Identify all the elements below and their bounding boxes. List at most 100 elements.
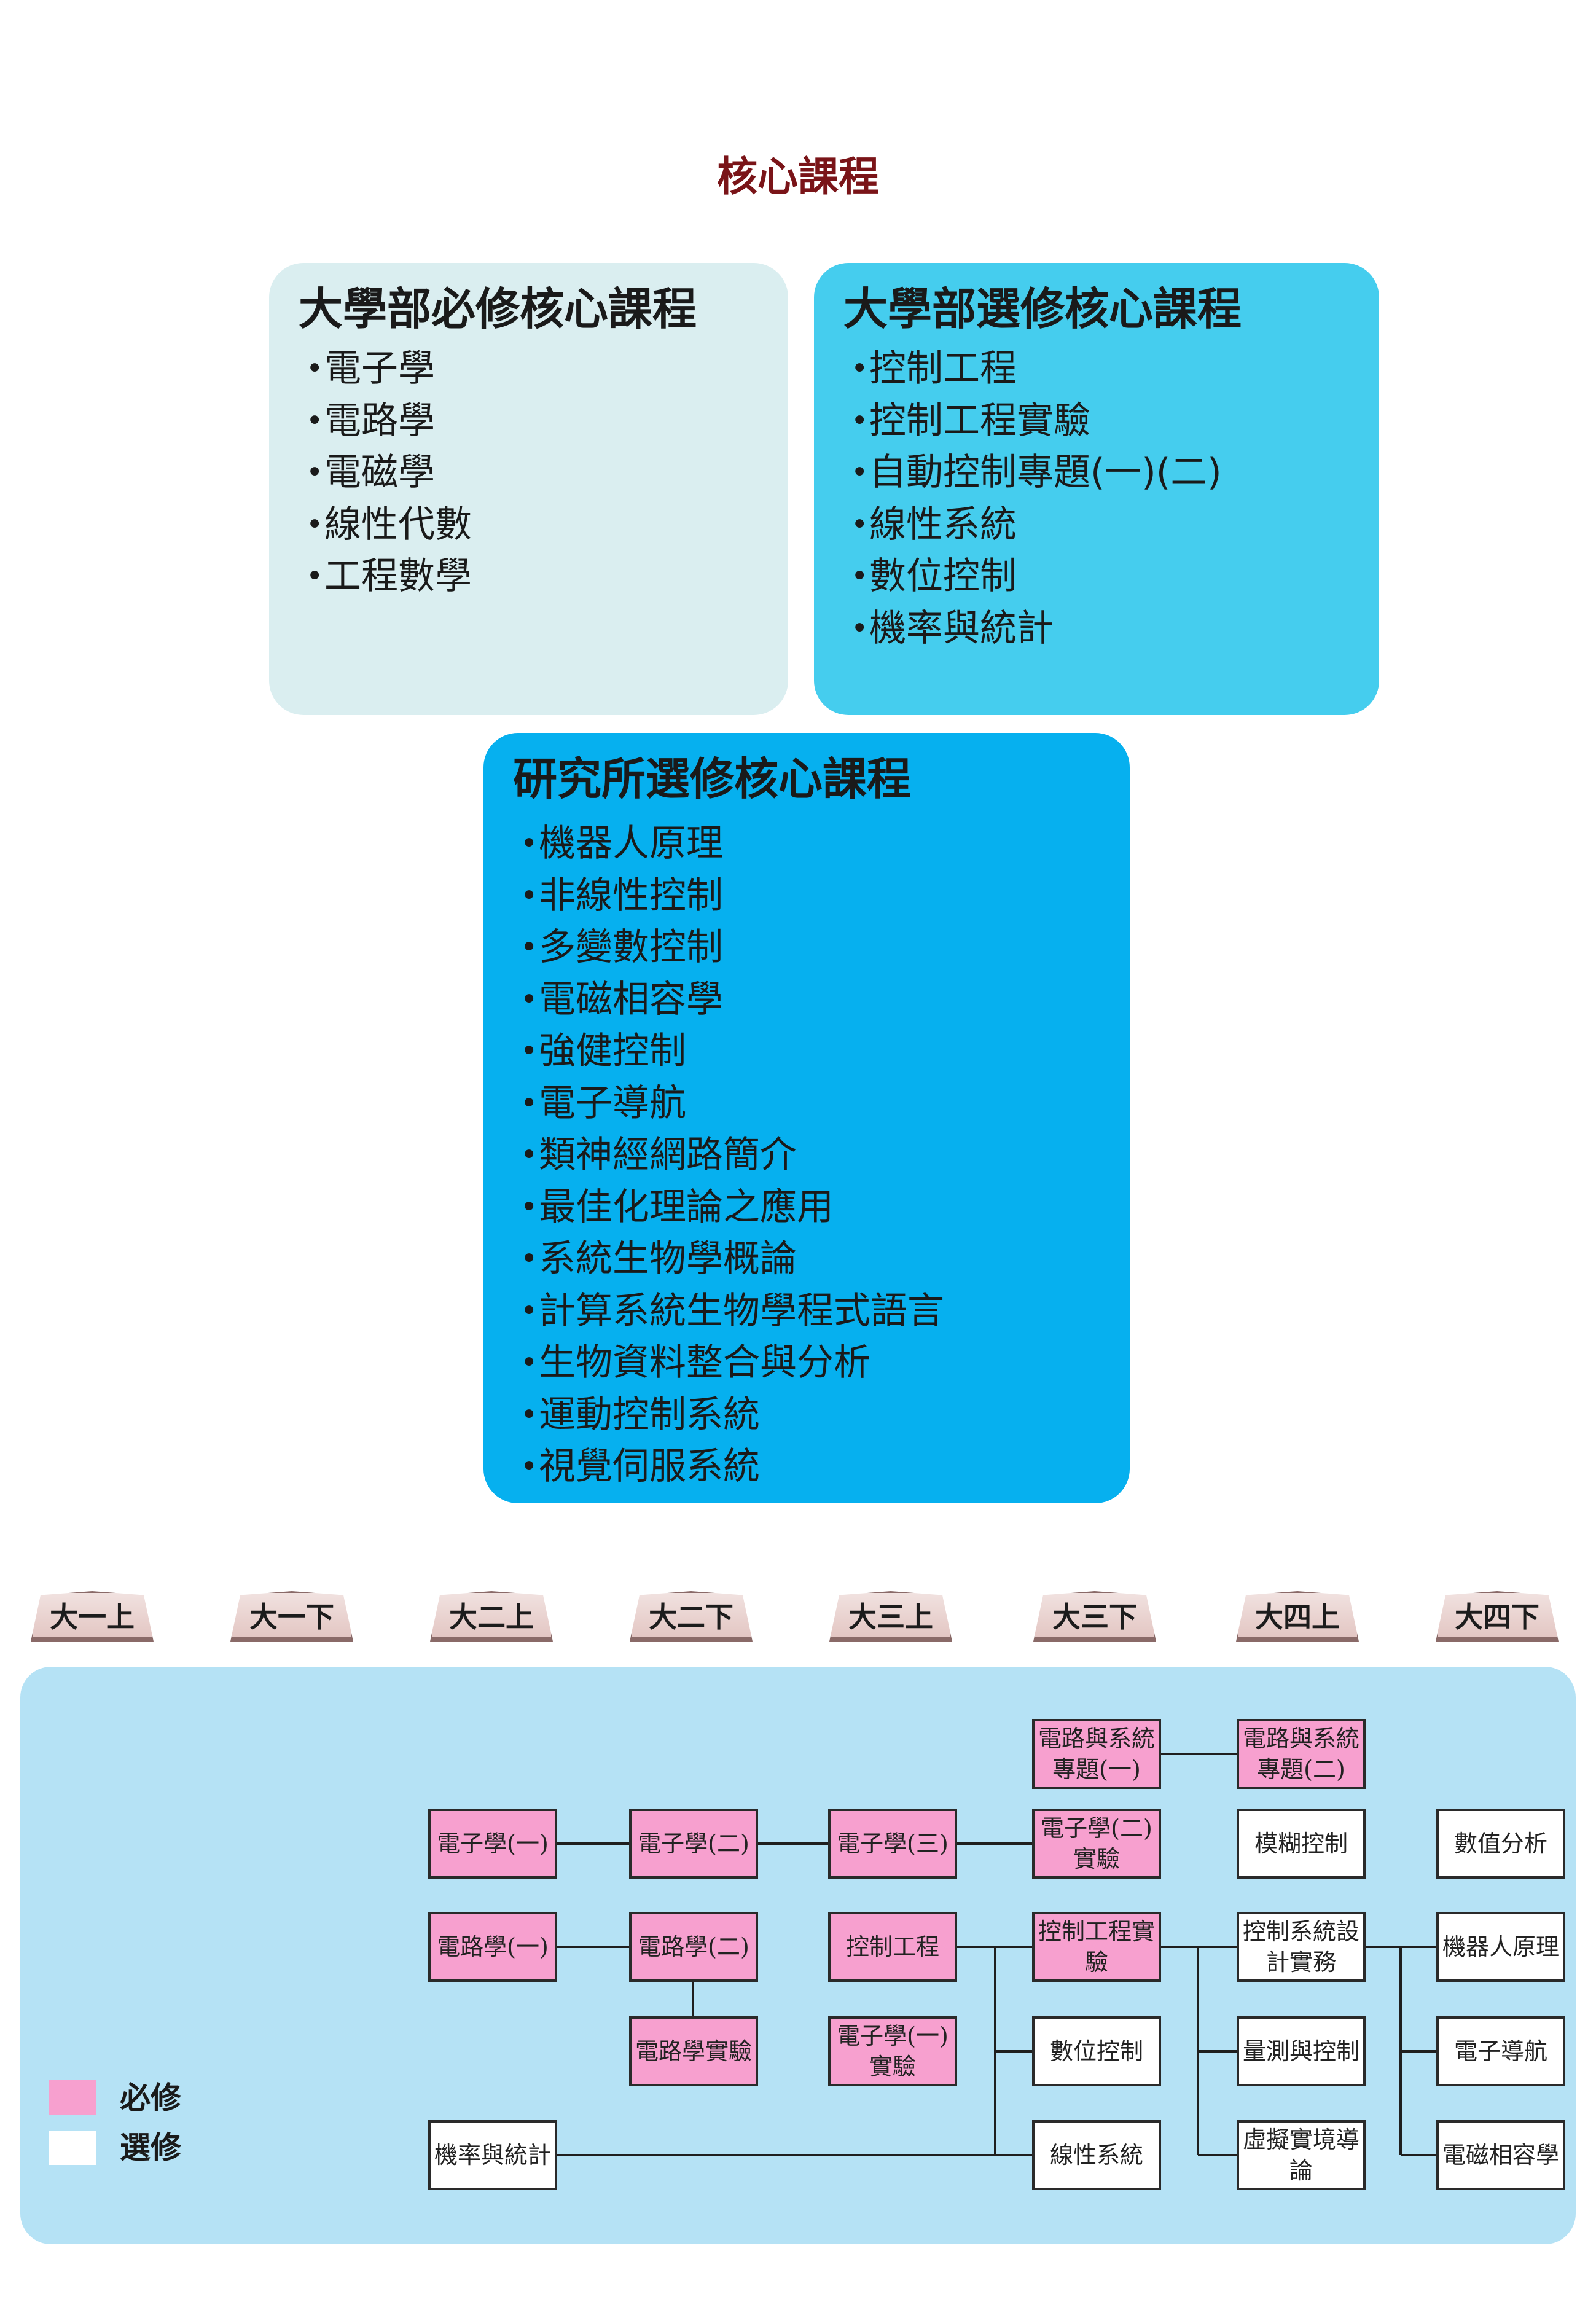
bullet: •: [851, 611, 869, 646]
legend-elective-swatch: [49, 2131, 96, 2165]
core-course-item: •工程數學: [306, 550, 472, 603]
bullet: •: [851, 559, 869, 593]
core-course-label: 電子導航: [539, 1081, 686, 1125]
core-course-item: •計算系統生物學程式語言: [520, 1285, 944, 1337]
course-circuits-project-2: 電路與系統專題(二): [1237, 1719, 1366, 1789]
ug-elective-heading: 大學部選修核心課程: [843, 283, 1242, 335]
grad-elective-heading: 研究所選修核心課程: [513, 753, 912, 805]
core-course-label: 電子學: [324, 347, 435, 390]
bullet: •: [520, 1189, 538, 1224]
bullet: •: [520, 1086, 538, 1121]
bullet: •: [520, 1449, 538, 1484]
semester-tab-y1-spring: 大一下: [230, 1591, 353, 1642]
legend-elective-label: 選修: [120, 2130, 181, 2166]
bullet: •: [520, 1138, 538, 1172]
core-course-item: •系統生物學概論: [520, 1233, 944, 1285]
bullet: •: [520, 1397, 538, 1432]
bullet: •: [851, 455, 869, 490]
ug-required-core-panel: 大學部必修核心課程 •電子學•電路學•電磁學•線性代數•工程數學: [269, 263, 788, 715]
course-electronic-navigation: 電子導航: [1436, 2016, 1565, 2086]
course-virtual-reality-intro: 虛擬實境導論: [1237, 2120, 1366, 2190]
course-circuits-2: 電路學(二): [629, 1912, 758, 1982]
bullet: •: [851, 507, 869, 542]
course-numerical-analysis: 數值分析: [1436, 1809, 1565, 1879]
core-course-item: •電磁學: [306, 447, 472, 499]
legend-required-swatch: [49, 2080, 96, 2115]
core-course-item: •運動控制系統: [520, 1389, 944, 1441]
course-electronics-2-lab: 電子學(二)實驗: [1032, 1809, 1161, 1879]
core-course-label: 視覺伺服系統: [539, 1445, 760, 1488]
core-course-label: 計算系統生物學程式語言: [539, 1289, 944, 1333]
core-course-label: 生物資料整合與分析: [539, 1341, 870, 1384]
core-course-item: •電子學: [306, 343, 472, 395]
core-course-label: 線性系統: [869, 503, 1017, 546]
core-course-label: 非線性控制: [539, 874, 723, 917]
course-circuits-project-1: 電路與系統專題(一): [1032, 1719, 1161, 1789]
course-control-engineering: 控制工程: [828, 1912, 957, 1982]
core-course-label: 運動控制系統: [539, 1393, 760, 1436]
course-electronics-2: 電子學(二): [629, 1809, 758, 1879]
core-course-label: 工程數學: [324, 555, 472, 598]
course-electronics-3: 電子學(三): [828, 1809, 957, 1879]
core-course-label: 多變數控制: [539, 926, 723, 969]
semester-tab-y2-fall: 大二上: [430, 1591, 553, 1642]
bullet: •: [306, 559, 324, 593]
bullet: •: [520, 1293, 538, 1328]
core-course-label: 數位控制: [869, 555, 1017, 598]
core-course-label: 最佳化理論之應用: [539, 1185, 834, 1229]
course-emc: 電磁相容學: [1436, 2120, 1565, 2190]
core-course-label: 電磁相容學: [539, 977, 723, 1021]
grad-elective-core-panel: 研究所選修核心課程 •機器人原理•非線性控制•多變數控制•電磁相容學•強健控制•…: [483, 733, 1130, 1503]
core-course-label: 自動控制專題(一)(二): [869, 451, 1222, 494]
bullet: •: [520, 826, 538, 861]
bullet: •: [306, 403, 324, 438]
bullet: •: [306, 455, 324, 490]
ug-required-list: •電子學•電路學•電磁學•線性代數•工程數學: [306, 343, 472, 603]
core-course-label: 線性代數: [324, 503, 472, 546]
core-course-item: •機器人原理: [520, 818, 944, 870]
course-measurement-control: 量測與控制: [1237, 2016, 1366, 2086]
course-control-system-design: 控制系統設計實務: [1237, 1912, 1366, 1982]
bullet: •: [520, 1345, 538, 1380]
core-course-item: •控制工程: [851, 343, 1222, 395]
core-course-label: 類神經網路簡介: [539, 1133, 797, 1176]
course-electronics-1-lab: 電子學(一)實驗: [828, 2016, 957, 2086]
core-course-label: 控制工程實驗: [869, 399, 1090, 442]
course-digital-control: 數位控制: [1032, 2016, 1161, 2086]
core-course-item: •視覺伺服系統: [520, 1441, 944, 1493]
core-course-item: •控制工程實驗: [851, 395, 1222, 447]
core-course-item: •線性代數: [306, 499, 472, 551]
core-course-label: 強健控制: [539, 1030, 686, 1073]
ug-elective-core-panel: 大學部選修核心課程 •控制工程•控制工程實驗•自動控制專題(一)(二)•線性系統…: [814, 263, 1379, 715]
bullet: •: [851, 403, 869, 438]
legend-required-label: 必修: [120, 2080, 181, 2116]
bullet: •: [851, 351, 869, 386]
core-course-item: •非線性控制: [520, 870, 944, 922]
core-course-item: •電磁相容學: [520, 974, 944, 1026]
core-course-item: •類神經網路簡介: [520, 1129, 944, 1181]
bullet: •: [520, 1242, 538, 1276]
bullet: •: [306, 351, 324, 386]
bullet: •: [520, 878, 538, 913]
course-circuits-lab: 電路學實驗: [629, 2016, 758, 2086]
core-course-label: 電路學: [324, 399, 435, 442]
core-course-label: 機率與統計: [869, 606, 1054, 650]
course-robotics-principles: 機器人原理: [1436, 1912, 1565, 1982]
course-fuzzy-control: 模糊控制: [1237, 1809, 1366, 1879]
core-course-item: •數位控制: [851, 550, 1222, 603]
core-course-item: •機率與統計: [851, 603, 1222, 655]
core-course-item: •電子導航: [520, 1078, 944, 1130]
core-course-label: 控制工程: [869, 347, 1017, 390]
core-course-item: •最佳化理論之應用: [520, 1181, 944, 1234]
bullet: •: [520, 982, 538, 1017]
bullet: •: [520, 1034, 538, 1068]
core-course-item: •多變數控制: [520, 922, 944, 974]
course-control-engineering-lab: 控制工程實驗: [1032, 1912, 1161, 1982]
bullet: •: [520, 930, 538, 965]
course-circuits-1: 電路學(一): [428, 1912, 557, 1982]
semester-tab-y3-fall: 大三上: [829, 1591, 952, 1642]
course-electronics-1: 電子學(一): [428, 1809, 557, 1879]
core-course-item: •強健控制: [520, 1025, 944, 1078]
page-title: 核心課程: [717, 153, 879, 200]
